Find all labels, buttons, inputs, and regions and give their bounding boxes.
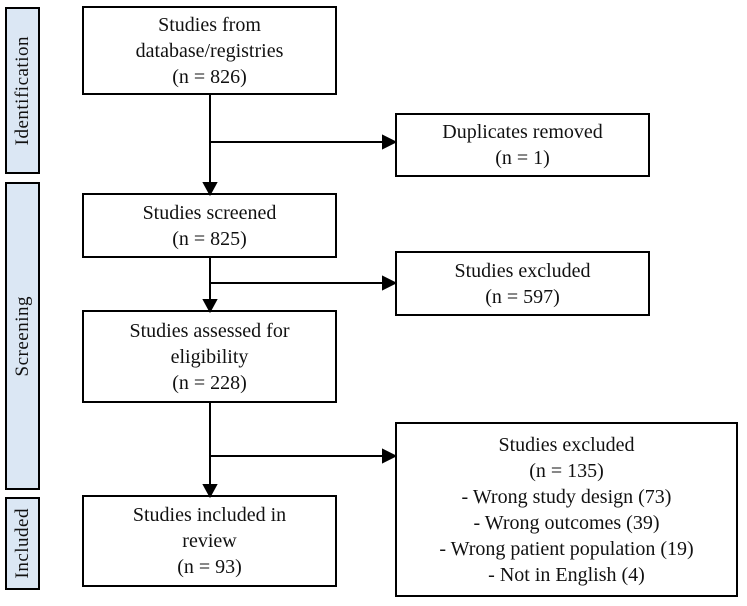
box-line: (n = 825) (172, 227, 247, 250)
box-line: Studies included in (132, 504, 287, 526)
box-excluded-screening: Studies excluded (n = 597) (395, 251, 650, 316)
box-line: Duplicates removed (442, 121, 603, 143)
stage-screening-label: Screening (11, 295, 33, 377)
stage-identification: Identification (5, 7, 40, 174)
box-line: Studies screened (142, 201, 277, 224)
box-line: (n = 597) (485, 285, 560, 308)
reason-bullet: - (439, 537, 446, 560)
reason-bullet: - (488, 563, 495, 586)
arrowhead-right-icon (382, 448, 398, 464)
box-duplicates-removed: Duplicates removed (n = 1) (395, 113, 650, 177)
box-line: Studies assessed for (129, 319, 290, 342)
box-line: review (182, 530, 237, 552)
reason-label: Not in English (4) (499, 563, 645, 586)
reason-bullet: - (461, 485, 469, 508)
stage-included-label: Included (11, 508, 33, 579)
box-line: Studies excluded (454, 259, 591, 282)
reason-label: Wrong study design (73) (472, 485, 672, 508)
box-records-identified: Studies from database/registries (n = 82… (82, 6, 337, 95)
reason-label: Wrong outcomes (39) (484, 511, 660, 534)
box-assessed-eligibility: Studies assessed for eligibility (n = 22… (82, 310, 337, 403)
exclusion-reason: - Not in English (4) (488, 562, 645, 588)
reason-label: Wrong patient population (19) (450, 537, 694, 560)
box-studies-screened: Studies screened (n = 825) (82, 193, 337, 258)
exclusion-reason: - Wrong study design (73) (462, 484, 672, 510)
box-line: eligibility (170, 345, 249, 368)
arrowhead-right-icon (382, 134, 398, 150)
box-line: (n = 1) (495, 147, 550, 169)
stage-screening: Screening (5, 182, 40, 490)
box-line: (n = 826) (172, 65, 247, 88)
box-line: (n = 93) (177, 556, 242, 578)
box-line: database/registries (135, 39, 284, 62)
box-line: Studies from (158, 13, 261, 36)
box-excluded-eligibility: Studies excluded (n = 135) - Wrong study… (395, 422, 738, 597)
exclusion-reason: - Wrong outcomes (39) (473, 510, 659, 536)
box-included-review: Studies included in review (n = 93) (82, 495, 337, 587)
arrowhead-right-icon (382, 275, 398, 291)
reason-bullet: - (473, 511, 481, 534)
box-line: (n = 135) (529, 459, 604, 482)
stage-identification-label: Identification (11, 35, 33, 146)
box-line: Studies excluded (498, 433, 635, 456)
exclusion-reason: - Wrong patient population (19) (439, 536, 693, 562)
stage-included: Included (5, 497, 40, 590)
box-line: (n = 228) (172, 371, 247, 394)
